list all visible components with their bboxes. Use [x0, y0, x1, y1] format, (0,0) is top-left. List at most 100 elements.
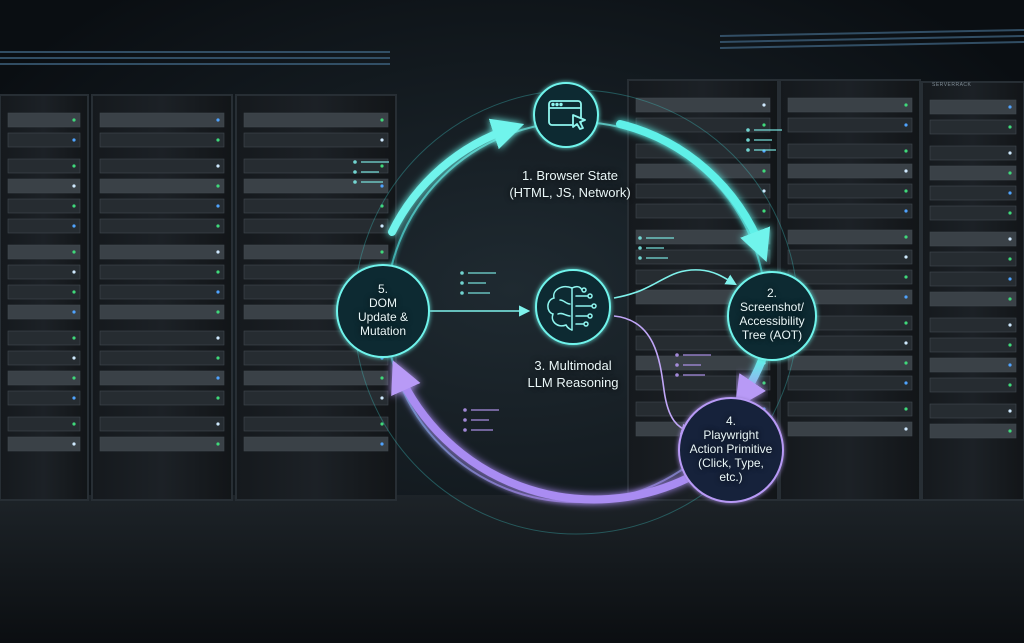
- server-unit: [243, 350, 389, 366]
- status-led: [72, 250, 76, 254]
- label-playwright-line2: Playwright: [703, 428, 759, 442]
- label-dom-line2: DOM: [369, 296, 397, 310]
- node-playwright-action[interactable]: [678, 397, 784, 503]
- server-unit: [243, 416, 389, 432]
- status-led: [380, 184, 384, 188]
- status-led: [72, 356, 76, 360]
- status-led: [1008, 429, 1012, 433]
- node-browser-state[interactable]: [533, 82, 599, 148]
- server-unit: [7, 112, 81, 128]
- label-dom-line3: Update &: [357, 310, 409, 324]
- status-led: [72, 336, 76, 340]
- server-unit: [929, 205, 1017, 221]
- server-unit: [635, 183, 771, 199]
- server-unit: [7, 178, 81, 194]
- server-unit: [7, 284, 81, 300]
- server-unit: [7, 264, 81, 280]
- status-led: [904, 275, 908, 279]
- server-unit: [99, 370, 225, 386]
- status-led: [1008, 237, 1012, 241]
- server-unit: [99, 158, 225, 174]
- ceiling-cable-trays: [0, 29, 1024, 65]
- server-unit: [99, 436, 225, 452]
- status-led: [1008, 171, 1012, 175]
- log-dot: [746, 148, 750, 152]
- status-led: [904, 321, 908, 325]
- log-dot: [463, 428, 467, 432]
- status-led: [216, 376, 220, 380]
- server-unit: [7, 218, 81, 234]
- log-dot: [746, 138, 750, 142]
- status-led: [904, 189, 908, 193]
- server-unit: [929, 231, 1017, 247]
- label-llm-line2: LLM Reasoning: [527, 375, 619, 390]
- label-dom-line1: 5.: [377, 282, 388, 296]
- status-led: [72, 164, 76, 168]
- server-unit: [635, 97, 771, 113]
- server-unit: [99, 264, 225, 280]
- server-unit: [929, 251, 1017, 267]
- log-dot: [353, 160, 357, 164]
- status-led: [1008, 151, 1012, 155]
- status-led: [762, 103, 766, 107]
- status-led: [1008, 297, 1012, 301]
- arrow-dom-to-browser: [388, 118, 525, 236]
- server-unit: [7, 330, 81, 346]
- connector-llm-to-screenshot: [613, 269, 737, 299]
- server-unit: [243, 244, 389, 260]
- server-unit: [99, 416, 225, 432]
- server-unit: [243, 112, 389, 128]
- status-led: [72, 422, 76, 426]
- status-led: [72, 310, 76, 314]
- status-led: [216, 118, 220, 122]
- label-browser-state-line1: 1. Browser State: [521, 168, 619, 183]
- status-led: [216, 270, 220, 274]
- node-screenshot-aot[interactable]: [727, 271, 817, 361]
- server-unit: [99, 132, 225, 148]
- label-playwright-action: 4. Playwright Action Primitive (Click, T…: [680, 414, 782, 484]
- server-unit: [243, 132, 389, 148]
- server-unit: [787, 421, 913, 437]
- label-playwright-line5: etc.): [719, 470, 743, 484]
- status-led: [904, 103, 908, 107]
- log-dot: [638, 246, 642, 250]
- server-unit: [99, 112, 225, 128]
- server-unit: [7, 198, 81, 214]
- log-dot: [675, 353, 679, 357]
- status-led: [72, 118, 76, 122]
- status-led: [904, 295, 908, 299]
- server-unit: [99, 218, 225, 234]
- status-led: [216, 290, 220, 294]
- server-unit: [99, 330, 225, 346]
- server-unit: [929, 317, 1017, 333]
- node-llm-reasoning[interactable]: [535, 269, 611, 345]
- status-led: [216, 356, 220, 360]
- status-led: [1008, 277, 1012, 281]
- server-unit: [929, 291, 1017, 307]
- status-led: [380, 422, 384, 426]
- server-unit: [787, 97, 913, 113]
- server-unit: [787, 249, 913, 265]
- node-dom-update[interactable]: [336, 264, 430, 358]
- status-led: [762, 209, 766, 213]
- label-playwright-line3: Action Primitive: [689, 442, 773, 456]
- arrow-browser-to-screenshot: [616, 120, 771, 262]
- status-led: [72, 442, 76, 446]
- status-led: [380, 442, 384, 446]
- arrow-playwright-to-dom: [391, 360, 692, 504]
- status-led: [380, 376, 384, 380]
- status-led: [904, 341, 908, 345]
- status-led: [380, 224, 384, 228]
- server-unit: [99, 304, 225, 320]
- rack-nameplate: SERVERRACK: [932, 82, 972, 88]
- brain-circuit-icon: [547, 285, 597, 331]
- status-led: [904, 169, 908, 173]
- status-led: [1008, 383, 1012, 387]
- status-led: [1008, 343, 1012, 347]
- status-led: [904, 361, 908, 365]
- log-dot: [463, 418, 467, 422]
- label-screenshot-line4: Tree (AOT): [741, 328, 803, 342]
- server-unit: [243, 436, 389, 452]
- server-unit: [929, 337, 1017, 353]
